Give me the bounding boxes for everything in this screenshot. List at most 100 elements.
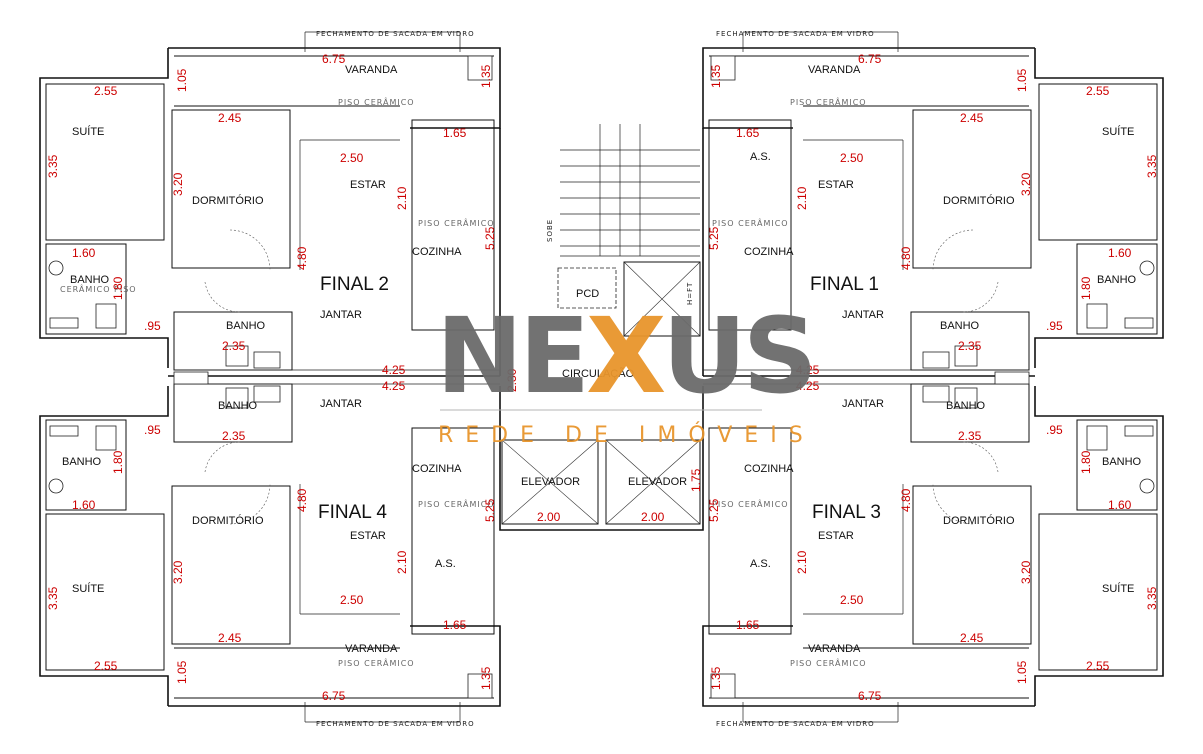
floor-label-cozinha: PISO CERÂMICO xyxy=(418,498,495,509)
dim: 3.20 xyxy=(171,560,185,584)
floor-label-cozinha: PISO CERÂMICO xyxy=(712,217,789,228)
room-suite: SUÍTE xyxy=(72,125,104,138)
room-jantar: JANTAR xyxy=(842,309,884,321)
room-dormitorio: DORMITÓRIO xyxy=(192,514,264,527)
room-dormitorio: DORMITÓRIO xyxy=(943,514,1015,527)
room-pcd: PCD xyxy=(576,288,599,300)
note-glass-closure-bottom-right: FECHAMENTO DE SACADA EM VIDRO xyxy=(716,720,875,728)
dim: 6.75 xyxy=(322,52,346,66)
room-suite: SUÍTE xyxy=(72,582,104,595)
dim: 1.80 xyxy=(1079,450,1093,474)
unit-title: FINAL 3 xyxy=(812,502,881,523)
dim: 2.35 xyxy=(958,429,982,443)
room-area-servico: A.S. xyxy=(435,558,456,570)
dim: 2.35 xyxy=(222,429,246,443)
room-dormitorio: DORMITÓRIO xyxy=(943,194,1015,207)
room-banho-suite: BANHO xyxy=(1097,274,1137,286)
room-varanda: VARANDA xyxy=(345,64,398,76)
dim: .95 xyxy=(144,423,161,437)
room-estar: ESTAR xyxy=(350,530,386,542)
dim: 1.75 xyxy=(689,468,703,492)
dim: 1.80 xyxy=(1079,276,1093,300)
dim: 1.05 xyxy=(1015,660,1029,684)
unit-final-3-walls xyxy=(702,383,1164,707)
dim: 2.10 xyxy=(795,186,809,210)
dim: 5.25 xyxy=(707,498,721,522)
dim: 3.35 xyxy=(46,154,60,178)
dim: 4.25 xyxy=(382,379,406,393)
dim: 3.20 xyxy=(171,172,185,196)
dim: 1.05 xyxy=(175,68,189,92)
dim: 4.25 xyxy=(796,379,820,393)
dim: 2.45 xyxy=(960,111,984,125)
room-banho-suite: BANHO xyxy=(62,456,102,468)
dim: 4.80 xyxy=(899,488,913,512)
room-varanda: VARANDA xyxy=(808,643,861,655)
nexus-logo: NEXUS REDE DE IMÓVEIS xyxy=(436,295,818,448)
note-glass-closure-bottom-left: FECHAMENTO DE SACADA EM VIDRO xyxy=(316,720,475,728)
room-banho: BANHO xyxy=(218,400,258,412)
dim: 6.75 xyxy=(858,689,882,703)
note-glass-closure-top-right: FECHAMENTO DE SACADA EM VIDRO xyxy=(716,30,875,38)
room-circulacao: CIRCULAÇÃO xyxy=(562,367,635,380)
dim: 1.80 xyxy=(111,276,125,300)
dim: 1.35 xyxy=(479,666,493,690)
dim: 5.25 xyxy=(483,226,497,250)
dim: 2.00 xyxy=(641,510,665,524)
dim: 4.25 xyxy=(796,363,820,377)
dim: 1.80 xyxy=(111,450,125,474)
room-varanda: VARANDA xyxy=(808,64,861,76)
room-varanda: VARANDA xyxy=(345,643,398,655)
unit-final-1-labels: FINAL 1 VARANDA PISO CERÂMICO ESTAR JANT… xyxy=(707,52,1159,377)
dim: 1.60 xyxy=(1108,246,1132,260)
dim: 2.10 xyxy=(395,186,409,210)
dim: 2.50 xyxy=(340,151,364,165)
dim: 2.45 xyxy=(960,631,984,645)
dim: .95 xyxy=(1046,319,1063,333)
unit-final-3-labels: FINAL 3 VARANDA PISO CERÂMICO ESTAR JANT… xyxy=(707,379,1159,703)
logo-part-x: X xyxy=(586,295,665,417)
dim: 2.50 xyxy=(840,151,864,165)
floor-label-banho: CERÂMICO PISO xyxy=(60,283,137,294)
logo-part-ne: NE xyxy=(436,295,586,417)
room-cozinha: COZINHA xyxy=(412,463,462,475)
room-area-servico: A.S. xyxy=(750,558,771,570)
dim: 2.45 xyxy=(218,631,242,645)
unit-title: FINAL 4 xyxy=(318,502,387,523)
dim: 2.10 xyxy=(395,550,409,574)
dim: 1.05 xyxy=(175,660,189,684)
dim: 3.35 xyxy=(46,586,60,610)
dim: .95 xyxy=(144,319,161,333)
floor-label-cozinha: PISO CERÂMICO xyxy=(418,217,495,228)
unit-final-2-walls xyxy=(39,47,501,377)
core-walls xyxy=(173,124,1030,531)
dim: 6.75 xyxy=(858,52,882,66)
dim: .95 xyxy=(1046,423,1063,437)
room-cozinha: COZINHA xyxy=(412,246,462,258)
dim: 2.50 xyxy=(340,593,364,607)
dim: 1.05 xyxy=(1015,68,1029,92)
floor-label: PISO CERÂMICO xyxy=(790,96,867,107)
dim: 1.65 xyxy=(443,126,467,140)
dim: 2.35 xyxy=(958,339,982,353)
room-area-servico: A.S. xyxy=(750,151,771,163)
logo-tagline: REDE DE IMÓVEIS xyxy=(438,422,815,448)
dim: 1.35 xyxy=(479,64,493,88)
dim: 4.80 xyxy=(295,488,309,512)
room-cozinha: COZINHA xyxy=(744,246,794,258)
dim: 1.60 xyxy=(72,246,96,260)
dim: 3.35 xyxy=(1145,154,1159,178)
floor-label: PISO CERÂMICO xyxy=(790,657,867,668)
room-jantar: JANTAR xyxy=(320,398,362,410)
dim: 4.80 xyxy=(295,246,309,270)
logo-wordmark: NEXUS xyxy=(436,295,814,417)
dim: 1.35 xyxy=(709,64,723,88)
dim: 1.60 xyxy=(1108,498,1132,512)
dim: 2.10 xyxy=(795,550,809,574)
unit-final-1-walls xyxy=(702,47,1164,377)
dim: 1.65 xyxy=(736,126,760,140)
unit-final-4-walls xyxy=(39,383,501,707)
dim: 1.65 xyxy=(443,618,467,632)
dim: 2.45 xyxy=(218,111,242,125)
